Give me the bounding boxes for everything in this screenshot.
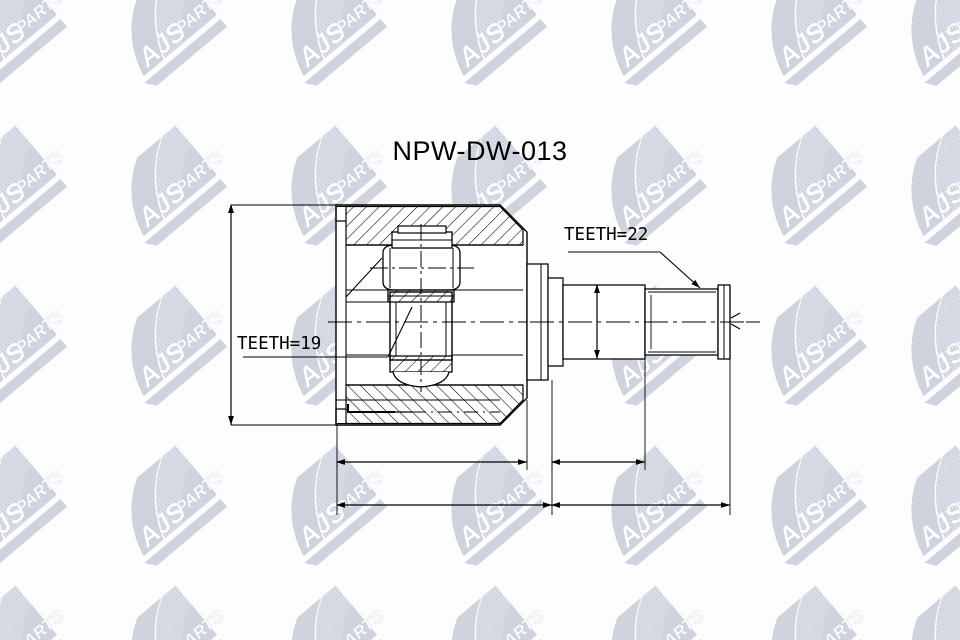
teeth-right-label: TEETH=22	[564, 225, 649, 245]
stub-shaft	[526, 263, 745, 381]
dimension-housing-outer-diameter	[228, 204, 336, 426]
teeth-left-label: TEETH=19	[237, 334, 322, 354]
dimension-shaft-step-length	[551, 359, 646, 470]
leader-teeth-right	[568, 251, 701, 289]
housing-wall-lower-hatch	[345, 384, 524, 425]
page-title: NPW-DW-013	[392, 136, 568, 166]
